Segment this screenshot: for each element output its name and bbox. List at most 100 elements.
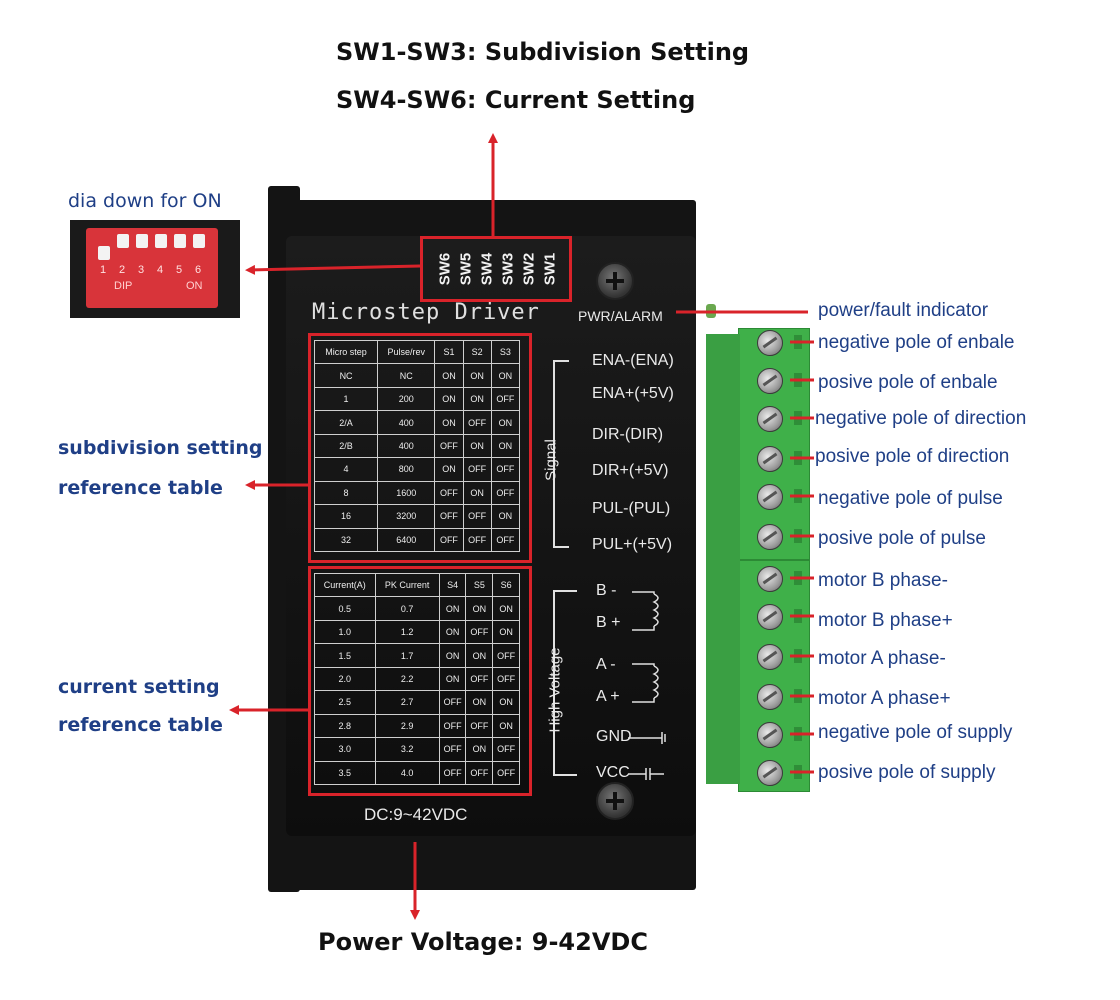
current-table-cell: OFF (465, 666, 494, 692)
terminal-screw[interactable] (757, 760, 783, 786)
subdivision-table-cell: 32 (313, 527, 379, 552)
terminal-screw[interactable] (757, 406, 783, 432)
dip-number: 4 (157, 264, 164, 276)
hv-pin-label: A + (596, 688, 620, 705)
signal-pin-label: PUL+(+5V) (592, 536, 673, 553)
subdivision-table-cell: OFF (462, 504, 492, 529)
current-table-cell: ON (465, 737, 494, 762)
pwr-alarm-label: PWR/ALARM (578, 308, 663, 324)
dip-word: DIP (114, 280, 133, 292)
subdivision-table-cell: 400 (377, 433, 436, 459)
terminal-screw[interactable] (757, 722, 783, 748)
subdivision-table-cell: ON (490, 410, 521, 435)
current-table-cell: 3.2 (374, 737, 440, 762)
dip-number: 2 (119, 264, 126, 276)
signal-pin-label: DIR-(DIR) (592, 426, 664, 443)
terminal-screw[interactable] (757, 524, 783, 550)
current-table-cell: 1.7 (374, 643, 440, 668)
subdivision-table-cell: 6400 (377, 527, 436, 552)
current-table-cell: OFF (438, 760, 467, 785)
terminal-screw[interactable] (757, 330, 783, 356)
signal-bracket (553, 360, 573, 548)
current-table-cell: ON (492, 619, 520, 645)
dip-on-word: ON (186, 280, 203, 292)
subdivision-table-cell: ON (434, 386, 464, 412)
terminal-screw[interactable] (757, 484, 783, 510)
subdivision-table-cell: 200 (377, 386, 436, 412)
subdivision-heading: SW1-SW3: Subdivision Setting (336, 38, 750, 66)
subdivision-table-cell: OFF (462, 410, 492, 435)
subdivision-table-cell: ON (490, 504, 521, 529)
hv-pin-label: GND (596, 728, 632, 745)
hv-bracket (553, 590, 577, 776)
current-heading: SW4-SW6: Current Setting (336, 86, 696, 114)
dip-caption: dia down for ON (68, 190, 222, 212)
current-table-cell: 3.5 (314, 760, 376, 785)
subdivision-table-cell: 3200 (377, 504, 436, 529)
current-table-cell: ON (492, 713, 520, 739)
signal-terminal-block (738, 328, 810, 560)
terminal-screw[interactable] (757, 684, 783, 710)
terminal-label: posive pole of direction (815, 446, 1010, 467)
hv-pin-label: VCC (596, 764, 630, 781)
dip-toggle (193, 234, 205, 248)
terminal-label: motor A phase+ (818, 688, 951, 709)
dc-voltage-label: DC:9~42VDC (364, 805, 468, 824)
signal-pin-label: ENA-(ENA) (592, 352, 674, 369)
subdivision-table-cell: 2/B (313, 433, 379, 459)
subdivision-table-cell: OFF (490, 480, 521, 506)
dip-toggle (174, 234, 186, 248)
dip-toggle (117, 234, 129, 248)
current-table-header-cell: S6 (492, 572, 520, 598)
subdivision-table-cell: 1 (313, 386, 379, 412)
dip-switch-row (98, 234, 210, 262)
terminal-label: negative pole of direction (815, 408, 1027, 429)
subdivision-table-cell: 400 (377, 410, 436, 435)
subdivision-table-header-cell: S1 (434, 339, 464, 365)
subdivision-table-cell: ON (434, 410, 464, 435)
terminal-screw[interactable] (757, 566, 783, 592)
subdivision-table-cell: OFF (490, 457, 521, 482)
current-table-cell: 2.8 (314, 713, 376, 739)
current-table-cell: 2.5 (314, 690, 376, 715)
subdivision-table-cell: 16 (313, 504, 379, 529)
subdivision-table-cell: ON (490, 363, 521, 388)
subdivision-table-cell: ON (490, 433, 521, 459)
subdivision-table-cell: OFF (434, 433, 464, 459)
dip-number: 5 (176, 264, 183, 276)
terminal-label: posive pole of supply (818, 762, 996, 783)
terminal-screw[interactable] (757, 368, 783, 394)
subdivision-table-cell: 4 (313, 457, 379, 482)
hv-pin-label: B + (596, 614, 621, 631)
current-table-cell: ON (492, 596, 520, 621)
terminal-label: motor B phase+ (818, 610, 953, 631)
dip-number: 3 (138, 264, 145, 276)
terminal-screw[interactable] (757, 446, 783, 472)
subdivision-table-cell: OFF (490, 527, 521, 552)
terminal-label: negative pole of enbale (818, 332, 1015, 353)
subdivision-table-cell: 8 (313, 480, 379, 506)
subdivision-table-cell: NC (377, 363, 436, 388)
subdivision-table-cell: OFF (434, 504, 464, 529)
terminal-label: negative pole of supply (818, 722, 1013, 743)
terminal-screw[interactable] (757, 604, 783, 630)
subdivision-table-label-1: subdivision setting (58, 437, 263, 459)
dip-toggle (155, 234, 167, 248)
terminal-label: motor A phase- (818, 648, 946, 669)
dip-toggle (136, 234, 148, 248)
terminal-screw[interactable] (757, 644, 783, 670)
